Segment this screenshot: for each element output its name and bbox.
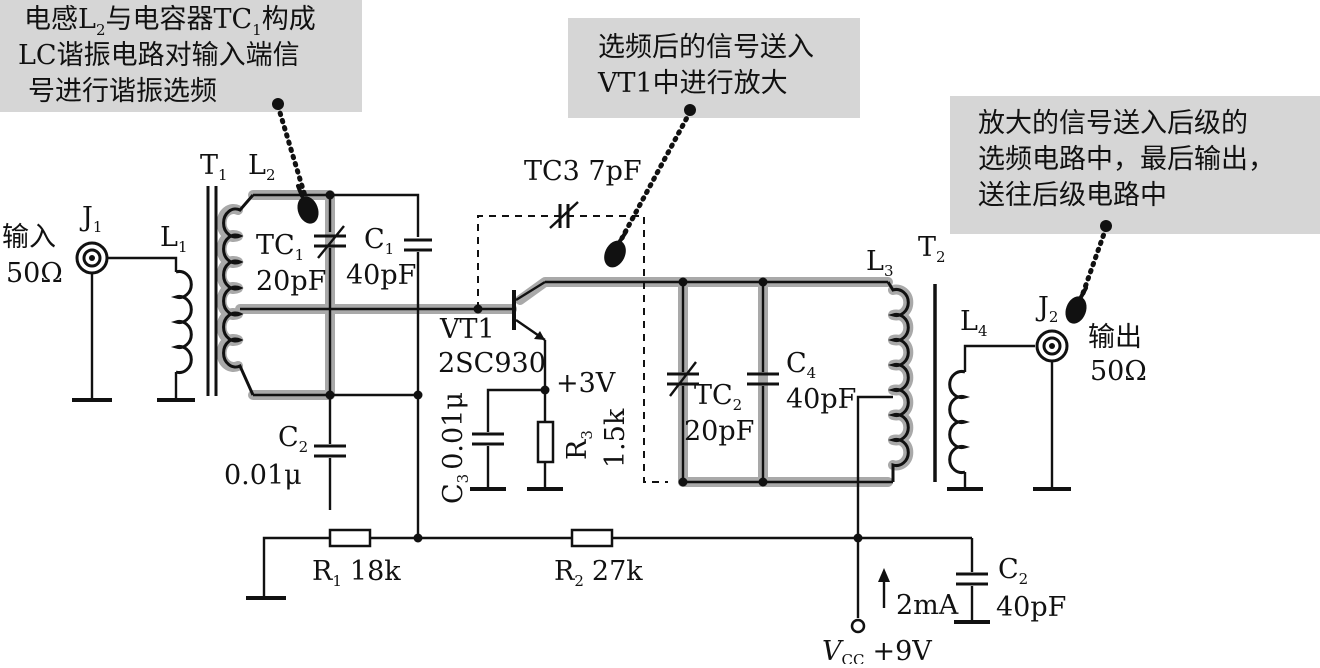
callout-resonance: 电感L2与电容器TC1构成 LC谐振电路对输入端信 号进行谐振选频 [0, 0, 362, 112]
j2-center [1049, 343, 1055, 349]
callout-output-line2: 选频电路中，最后输出， [978, 144, 1275, 175]
callout-output-bg [950, 96, 1320, 234]
r1-body [328, 528, 372, 548]
label-c1-value: 40pF [346, 260, 416, 291]
tc3-trim-arrow [549, 201, 579, 229]
hand-output-finger [1079, 286, 1088, 299]
pointer-amplify-dot [684, 104, 696, 116]
node-c4-bottom [758, 477, 768, 487]
pointing-hand-icon [1065, 286, 1088, 324]
callout-amplify: 选频后的信号送入 VT1中进行放大 [568, 18, 860, 118]
label-output: 输出 [1088, 322, 1142, 353]
label-c2: C2 [278, 422, 308, 456]
label-r3-value: 1.5k [600, 408, 631, 468]
tc1-trim-arrow [317, 225, 345, 259]
pointer-amplify-dots [619, 109, 693, 241]
label-vt1: VT1 [439, 314, 495, 345]
highlight-collector [515, 277, 893, 305]
label-vcc: VCC+9V [822, 636, 932, 664]
r2-body [570, 528, 614, 548]
label-c4-value: 40pF [786, 384, 856, 415]
pointer-resonance-dots [275, 103, 308, 199]
callout-output-line1: 放大的信号送入后级的 [978, 108, 1248, 139]
l2-coil [222, 194, 255, 396]
pointer-output-dot [1100, 220, 1112, 232]
pointer-output-dots [1079, 225, 1109, 299]
vt1-emitter-arrow [534, 331, 545, 340]
pointing-hand-icon [604, 230, 628, 268]
label-c1: C1 [364, 224, 394, 258]
wire-tank-top [253, 193, 420, 237]
label-current: 2mA [896, 590, 959, 621]
wire-r1-ground [262, 536, 330, 596]
output-connector-j2 [1035, 329, 1069, 363]
label-t2: T2 [918, 232, 946, 266]
label-l2: L2 [248, 150, 275, 184]
wire-j1-l1 [107, 256, 178, 272]
l4-coil [948, 370, 971, 474]
label-t1: T1 [200, 150, 228, 184]
label-l3: L3 [866, 246, 893, 280]
j1-center [89, 255, 95, 261]
label-c4: C4 [786, 348, 816, 382]
label-l4: L4 [960, 306, 987, 340]
label-output-impedance: 50Ω [1090, 356, 1147, 387]
callout-amplify-line1: 选频后的信号送入 [598, 32, 814, 63]
label-emitter-voltage: +3V [556, 368, 616, 399]
callout-amplify-line2: VT1中进行放大 [597, 68, 788, 99]
input-connector-j1 [75, 241, 109, 275]
l1-coil [170, 270, 193, 374]
label-tc2: TC2 [694, 380, 742, 414]
callout-amplify-bg [568, 18, 860, 118]
vcc-terminal [850, 618, 866, 634]
label-c3: C30.01μ [438, 392, 472, 504]
tc3-dashed-path [477, 215, 668, 483]
wire-l4-j2 [963, 344, 1035, 372]
label-vt1-model: 2SC930 [438, 348, 546, 379]
label-c2b-value: 40pF [996, 592, 1066, 623]
label-tc3: TC3 7pF [524, 156, 642, 187]
node-tc2-bottom [678, 477, 688, 487]
node-tank-top [325, 190, 335, 200]
label-input-impedance: 50Ω [6, 258, 63, 289]
current-arrow-head [878, 568, 890, 582]
hand-output [1065, 296, 1087, 324]
vt1-collector [515, 280, 546, 302]
callout-resonance-bg [0, 0, 362, 112]
l3-coil [886, 281, 910, 482]
label-tc2-value: 20pF [684, 416, 754, 447]
callout-resonance-line1: 电感L2与电容器TC1构成 [24, 4, 316, 39]
hand-amplify [604, 240, 626, 268]
tc2-trim-arrow [669, 361, 697, 397]
node-c1-bottom [413, 390, 423, 400]
signal-highlight [216, 190, 914, 487]
callout-resonance-line3: 号进行谐振选频 [28, 76, 217, 107]
label-c2-value: 0.01μ [224, 460, 302, 491]
label-l1: L1 [160, 222, 187, 256]
callout-output-line3: 送往后级电路中 [978, 180, 1167, 211]
label-j2: J2 [1035, 292, 1058, 326]
node-bias [413, 533, 423, 543]
r3-body [536, 420, 555, 464]
label-input: 输入 [2, 222, 56, 253]
label-r3: R3 [562, 430, 596, 460]
hand-amplify-finger [618, 230, 628, 243]
label-tc1-value: 20pF [256, 266, 326, 297]
pointer-resonance-dot [272, 98, 284, 110]
wire-l3-tap-vcc [856, 395, 893, 618]
label-tc1: TC1 [256, 230, 304, 264]
wire-emitter-c3 [486, 388, 545, 432]
hand-resonance-finger [296, 184, 304, 198]
label-c2b: C2 [998, 554, 1028, 588]
hand-resonance [297, 196, 319, 224]
pointing-hand-icon [296, 184, 319, 224]
callout-output: 放大的信号送入后级的 选频电路中，最后输出， 送往后级电路中 [950, 96, 1320, 234]
callout-resonance-line2: LC谐振电路对输入端信 [18, 40, 300, 71]
label-j1: J1 [79, 202, 102, 236]
